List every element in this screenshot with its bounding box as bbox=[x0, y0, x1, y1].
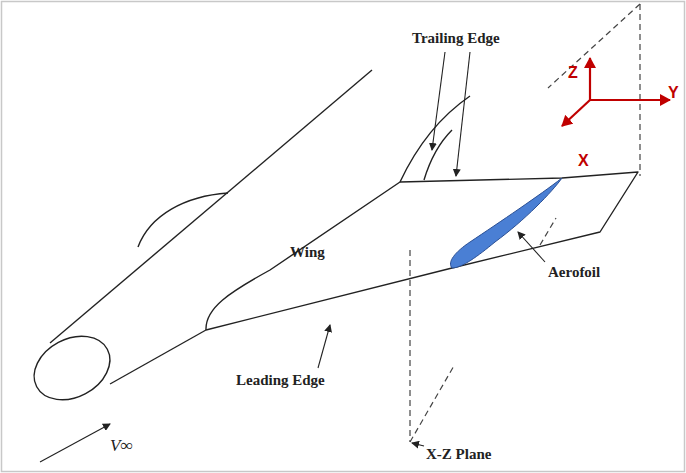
part-label: X-Z Plane bbox=[426, 446, 491, 463]
part-label: Wing bbox=[290, 244, 325, 261]
aerofoil-section bbox=[451, 178, 562, 268]
part-label: Leading Edge bbox=[236, 372, 325, 389]
axis-label: Z bbox=[568, 64, 578, 82]
part-label: Aerofoil bbox=[548, 264, 600, 281]
leader-lines bbox=[40, 52, 545, 462]
axis-arrows bbox=[562, 58, 670, 126]
axis-label: Y bbox=[668, 84, 679, 102]
axis-label: X bbox=[578, 152, 589, 170]
aircraft-outline bbox=[23, 70, 638, 412]
velocity-label: V∞ bbox=[110, 436, 133, 456]
part-label: Trailing Edge bbox=[412, 30, 500, 47]
